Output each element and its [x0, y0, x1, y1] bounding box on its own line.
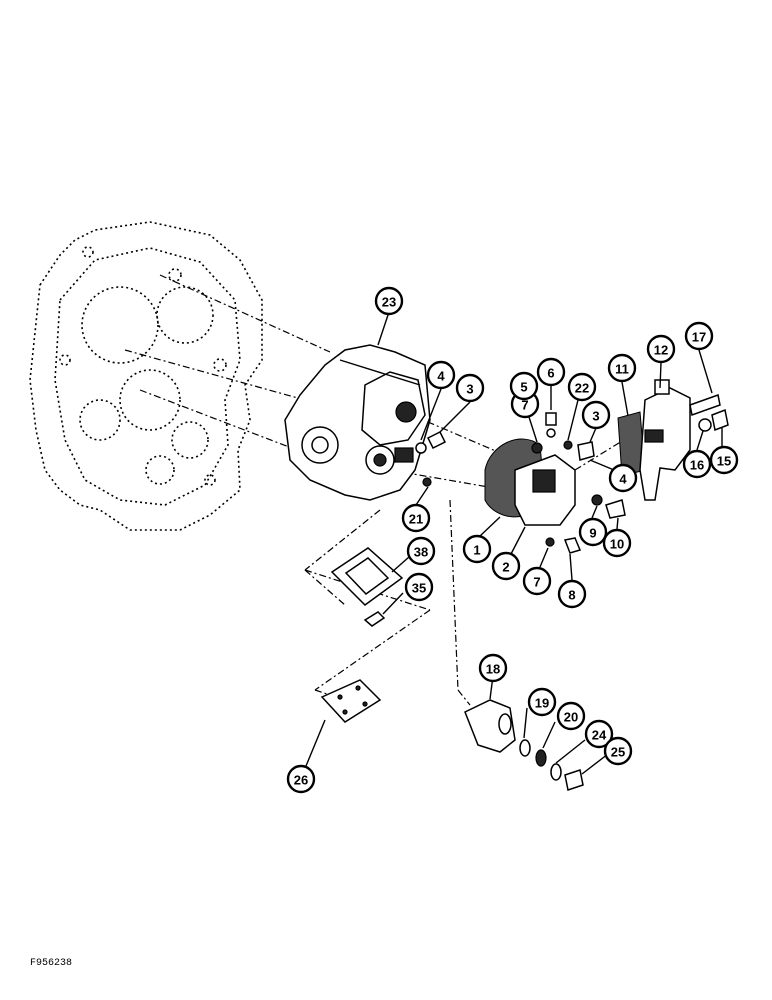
- callout-18: 18: [478, 653, 508, 683]
- callout-number: 10: [610, 537, 624, 552]
- callout-circle: [527, 687, 557, 717]
- callout-35: 35: [404, 572, 434, 602]
- cover-plate-assembly: [320, 547, 404, 723]
- callout-3: 3: [455, 373, 485, 403]
- valve-block-assembly: [484, 438, 582, 554]
- callout-circle: [536, 357, 566, 387]
- callout-circle: [455, 373, 485, 403]
- callout-number: 3: [466, 382, 473, 397]
- callout-3: 3: [581, 400, 611, 430]
- callout-number: 15: [717, 454, 731, 469]
- callout-circle: [567, 372, 597, 402]
- callout-6: 6: [536, 357, 566, 387]
- callout-number: 24: [592, 728, 607, 743]
- callout-circle: [557, 579, 587, 609]
- callout-2: 2: [491, 551, 521, 581]
- callout-number: 4: [437, 369, 445, 384]
- yoke-assembly: [464, 699, 584, 791]
- callout-7: 7: [522, 566, 552, 596]
- callout-number: 7: [521, 398, 528, 413]
- callout-circle: [646, 334, 676, 364]
- callout-38: 38: [406, 536, 436, 566]
- callout-22: 22: [567, 372, 597, 402]
- callout-circle: [607, 353, 637, 383]
- callout-26: 26: [286, 764, 316, 794]
- callout-19: 19: [527, 687, 557, 717]
- callout-number: 18: [486, 662, 500, 677]
- callout-12: 12: [646, 334, 676, 364]
- callout-20: 20: [556, 701, 586, 731]
- callout-circle: [491, 551, 521, 581]
- callout-circle: [709, 445, 739, 475]
- figure-code: F956238: [30, 958, 73, 969]
- solenoid-valve-assembly: [617, 379, 729, 501]
- callout-circle: [584, 719, 614, 749]
- callout-11: 11: [607, 353, 637, 383]
- callout-4: 4: [426, 360, 456, 390]
- callout-circle: [578, 517, 608, 547]
- callout-circle: [374, 286, 404, 316]
- transmission-housing: [29, 221, 263, 531]
- callout-number: 22: [575, 381, 589, 396]
- callout-circle: [603, 736, 633, 766]
- callout-circle: [682, 449, 712, 479]
- callout-number: 4: [619, 472, 627, 487]
- callout-24: 24: [584, 719, 614, 749]
- callout-circle: [556, 701, 586, 731]
- callout-number: 16: [690, 458, 704, 473]
- callout-10: 10: [602, 528, 632, 558]
- callout-circle: [509, 371, 539, 401]
- callout-circle: [602, 528, 632, 558]
- small-hardware: [415, 412, 626, 519]
- callout-number: 7: [533, 575, 540, 590]
- callout-number: 26: [294, 773, 308, 788]
- callout-number: 1: [473, 543, 480, 558]
- callout-circle: [286, 764, 316, 794]
- callout-circle: [522, 566, 552, 596]
- callout-number: 12: [654, 343, 668, 358]
- callout-number: 25: [611, 745, 625, 760]
- callout-number: 19: [535, 696, 549, 711]
- callout-circle: [478, 653, 508, 683]
- callout-circle: [684, 321, 714, 351]
- callout-circle: [581, 400, 611, 430]
- callout-number: 21: [409, 512, 423, 527]
- callout-25: 25: [603, 736, 633, 766]
- callout-17: 17: [684, 321, 714, 351]
- callout-9: 9: [578, 517, 608, 547]
- callout-number: 23: [382, 295, 396, 310]
- callout-1: 1: [462, 534, 492, 564]
- callout-circle: [608, 463, 638, 493]
- callout-8: 8: [557, 579, 587, 609]
- callout-circle: [404, 572, 434, 602]
- callout-number: 3: [592, 409, 599, 424]
- main-housing-part: [284, 344, 431, 501]
- callout-4: 4: [608, 463, 638, 493]
- callout-23: 23: [374, 286, 404, 316]
- callout-21: 21: [401, 503, 431, 533]
- callout-5: 5: [509, 371, 539, 401]
- callout-number: 2: [502, 560, 509, 575]
- callout-16: 16: [682, 449, 712, 479]
- callout-circle: [462, 534, 492, 564]
- callout-circle: [401, 503, 431, 533]
- callout-leaders: [305, 314, 723, 775]
- callout-number: 17: [692, 330, 706, 345]
- callout-number: 11: [615, 362, 629, 377]
- callout-15: 15: [709, 445, 739, 475]
- callout-number: 20: [564, 710, 578, 725]
- callout-number: 6: [547, 366, 554, 381]
- callout-circle: [426, 360, 456, 390]
- callout-number: 8: [568, 588, 575, 603]
- callout-number: 35: [412, 581, 426, 596]
- callout-number: 9: [589, 526, 596, 541]
- callout-number: 5: [520, 380, 527, 395]
- callout-circle: [406, 536, 436, 566]
- callout-number: 38: [414, 545, 428, 560]
